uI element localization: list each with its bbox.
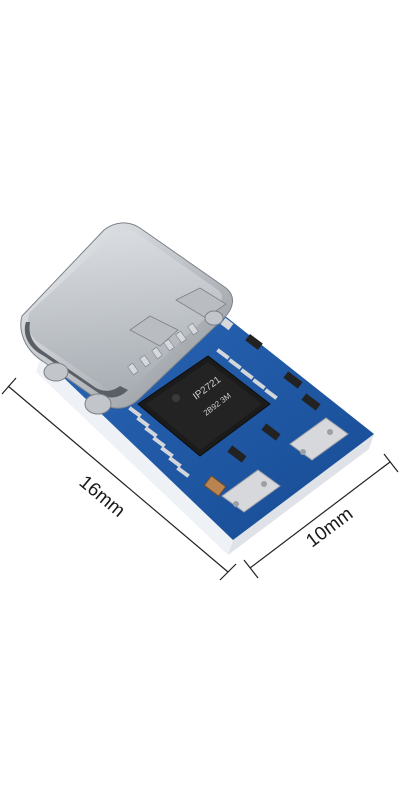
smd-components — [203, 317, 321, 497]
pad-hole — [233, 501, 239, 507]
width-tick-end — [383, 453, 399, 473]
pad-hole — [261, 481, 267, 487]
pad-hole — [327, 429, 333, 435]
chip-pins — [128, 348, 278, 478]
mounting-lug — [43, 362, 69, 382]
dimension-length — [1, 377, 237, 581]
small-pad — [220, 317, 234, 331]
mounting-lug — [84, 393, 112, 415]
length-tick-end — [219, 563, 237, 581]
length-label: 16mm — [75, 472, 129, 522]
connector-tab — [129, 315, 179, 347]
length-dimension-line — [7, 385, 229, 573]
width-label: 10mm — [302, 503, 357, 552]
usb-c-connector — [20, 222, 233, 415]
resistor — [283, 371, 303, 389]
chip-top-face — [146, 362, 262, 450]
capacitor — [203, 475, 227, 497]
connector-opening — [24, 322, 128, 398]
pin1-marker — [172, 394, 180, 402]
width-dimension-line — [249, 461, 391, 569]
length-tick-start — [1, 377, 17, 395]
resistor — [227, 445, 247, 463]
connector-tab — [175, 287, 227, 319]
solder-pads — [221, 417, 349, 513]
width-tick-start — [243, 559, 259, 579]
ic-chip: IP2721 2B92 3M — [128, 348, 278, 478]
resistor — [245, 333, 263, 351]
resistor — [301, 393, 321, 411]
connector-top — [28, 230, 222, 392]
mounting-lug — [204, 310, 224, 326]
resistor — [261, 423, 281, 441]
pad-hole — [300, 449, 306, 455]
pcb-side — [228, 434, 374, 555]
dimension-width — [243, 453, 399, 579]
connector-pins — [127, 322, 199, 376]
